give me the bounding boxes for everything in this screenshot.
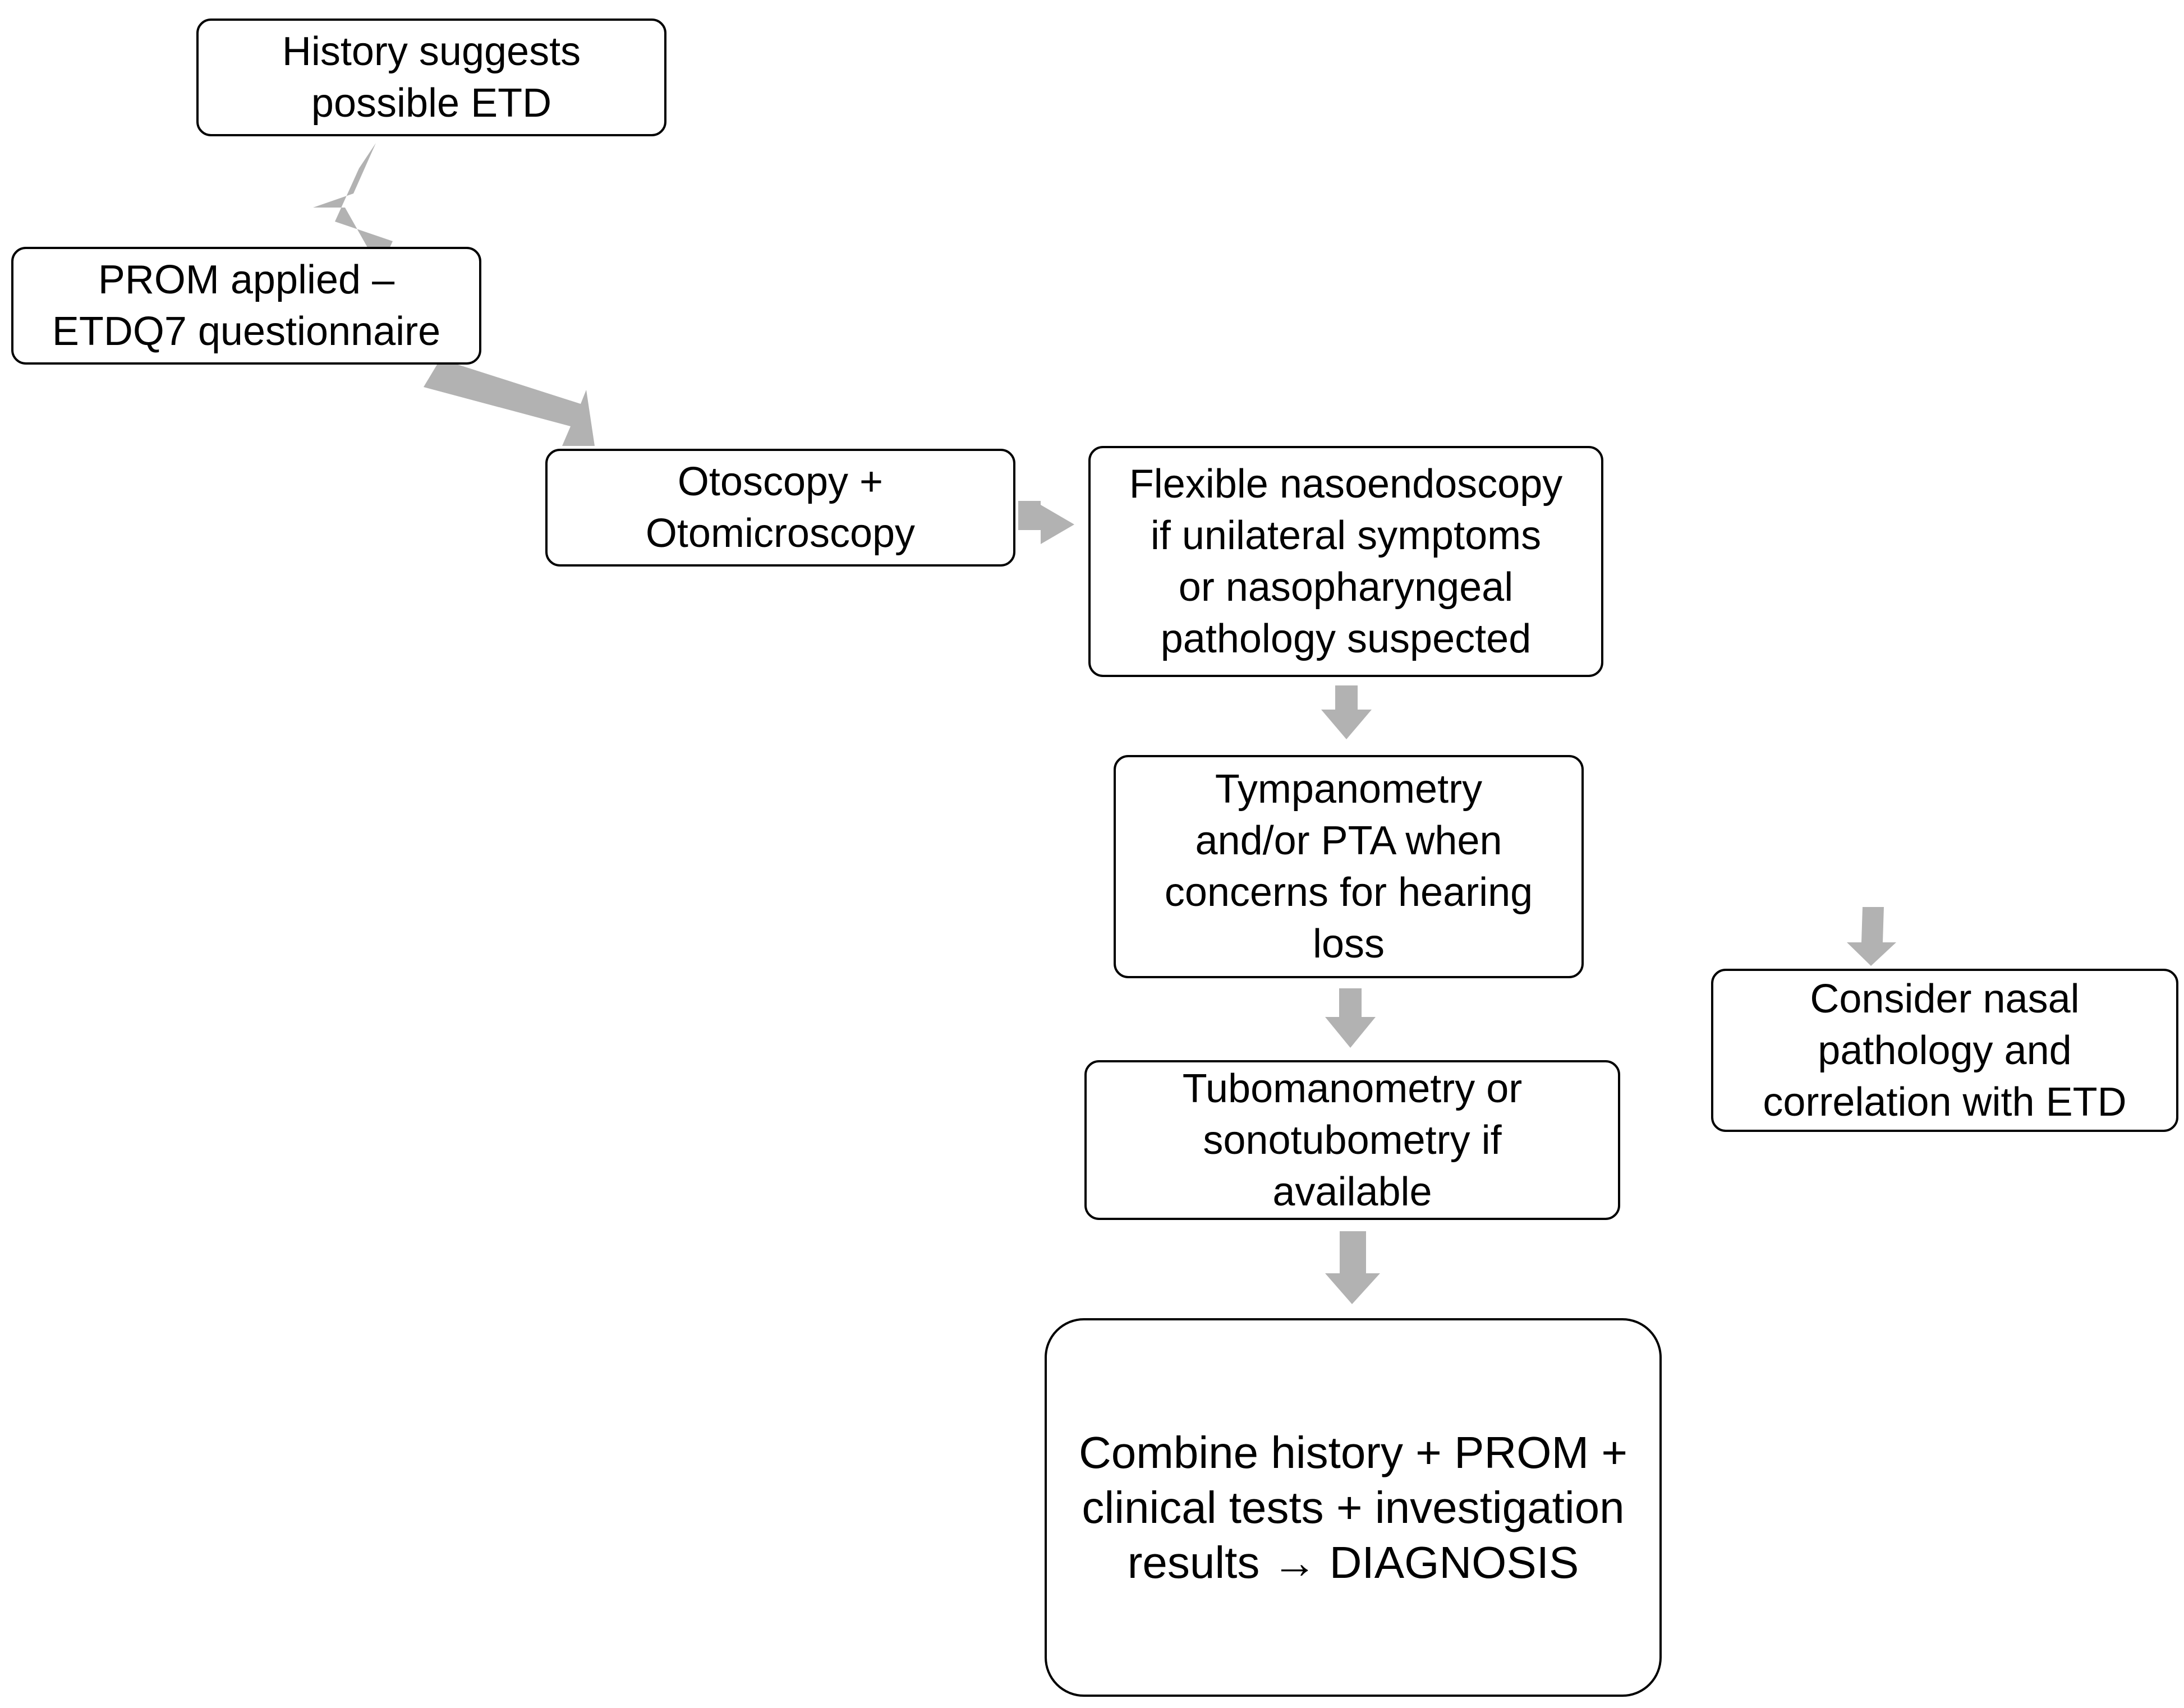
arrow-tympanometry-to-tubomanometry [1325,988,1376,1048]
arrow-into-nasal [1847,907,1896,966]
node-prom: PROM applied – ETDQ7 questionnaire [11,247,481,365]
node-otoscopy: Otoscopy + Otomicroscopy [545,449,1015,567]
node-diagnosis: Combine history + PROM + clinical tests … [1045,1318,1662,1697]
node-tubomanometry: Tubomanometry or sonotubometry if availa… [1084,1060,1620,1220]
arrow-prom-to-otoscopy [424,359,595,446]
node-nasoendoscopy: Flexible nasoendoscopy if unilateral sym… [1088,446,1603,677]
arrow-tubomanometry-to-diagnosis [1325,1231,1380,1304]
node-nasal: Consider nasal pathology and correlation… [1711,969,2178,1132]
arrow-nasoendoscopy-to-tympanometry [1321,685,1372,739]
arrow-history-to-prom [313,143,393,269]
arrow-otoscopy-to-nasoendoscopy [1018,501,1074,544]
node-tympanometry: Tympanometry and/or PTA when concerns fo… [1114,755,1584,978]
node-history: History suggests possible ETD [196,19,666,136]
